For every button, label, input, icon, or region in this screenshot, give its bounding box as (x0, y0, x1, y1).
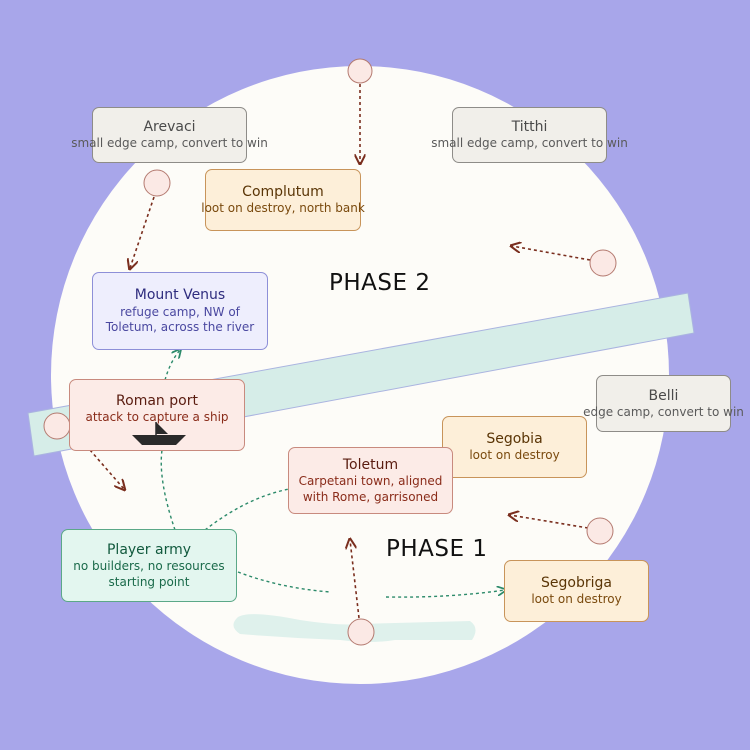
node-title: Titthi (511, 119, 548, 136)
arrow-west-to-player (89, 449, 124, 489)
node-arevaci[interactable]: Arevaci small edge camp, convert to win (71, 107, 268, 163)
player-path-to-mount-venus (164, 350, 180, 381)
phase-1-label: PHASE 1 (386, 536, 488, 562)
arrow-east-inward (510, 515, 589, 529)
arrow-nw-to-mount-venus (130, 196, 155, 268)
node-desc: refuge camp, NW of (120, 304, 240, 319)
node-title: Segobia (486, 431, 543, 448)
spawn-marker-icon (586, 517, 614, 545)
node-toletum[interactable]: Toletum Carpetani town, aligned with Rom… (288, 447, 453, 514)
node-desc: small edge camp, convert to win (431, 136, 628, 151)
node-roman-port[interactable]: Roman port attack to capture a ship (69, 379, 245, 451)
node-segobia[interactable]: Segobia loot on destroy (442, 416, 587, 478)
arrow-ne-inward (512, 246, 591, 261)
arrow-south-to-toletum (350, 540, 360, 619)
phase-2-label: PHASE 2 (329, 270, 431, 296)
player-path-south (237, 571, 331, 593)
node-title: Mount Venus (134, 287, 226, 304)
node-desc: with Rome, garrisoned (302, 489, 439, 504)
node-mount-venus[interactable]: Mount Venus refuge camp, NW of Toletum, … (92, 272, 268, 350)
node-desc: starting point (108, 574, 190, 589)
node-desc: loot on destroy (531, 592, 622, 607)
node-title: Belli (648, 387, 679, 404)
spawn-marker-icon (43, 412, 71, 440)
node-title: Toletum (342, 456, 399, 473)
node-title: Arevaci (143, 119, 196, 136)
player-path-to-segobriga (385, 590, 505, 598)
node-player-army[interactable]: Player army no builders, no resources st… (61, 529, 237, 602)
node-segobriga[interactable]: Segobriga loot on destroy (504, 560, 649, 622)
player-path-to-toletum (204, 487, 296, 531)
node-desc: Toletum, across the river (105, 320, 255, 335)
spawn-marker-icon (589, 249, 617, 277)
spawn-marker-icon (347, 58, 373, 84)
node-title: Roman port (116, 393, 198, 409)
node-desc: loot on destroy, north bank (201, 201, 365, 216)
node-title: Player army (106, 541, 192, 558)
ship-icon (132, 422, 186, 445)
node-desc: Carpetani town, aligned (298, 474, 443, 488)
node-desc: edge camp, convert to win (583, 404, 744, 419)
spawn-marker-icon (347, 618, 375, 646)
spawn-marker-icon (143, 169, 171, 197)
node-desc: no builders, no resources (73, 559, 225, 573)
node-desc: attack to capture a ship (85, 410, 229, 425)
node-titthi[interactable]: Titthi small edge camp, convert to win (431, 107, 628, 163)
node-desc: small edge camp, convert to win (71, 136, 268, 151)
node-title: Complutum (242, 184, 324, 201)
node-complutum[interactable]: Complutum loot on destroy, north bank (201, 169, 365, 231)
node-desc: loot on destroy (469, 448, 560, 463)
node-belli[interactable]: Belli edge camp, convert to win (583, 375, 744, 432)
node-title: Segobriga (541, 575, 612, 592)
